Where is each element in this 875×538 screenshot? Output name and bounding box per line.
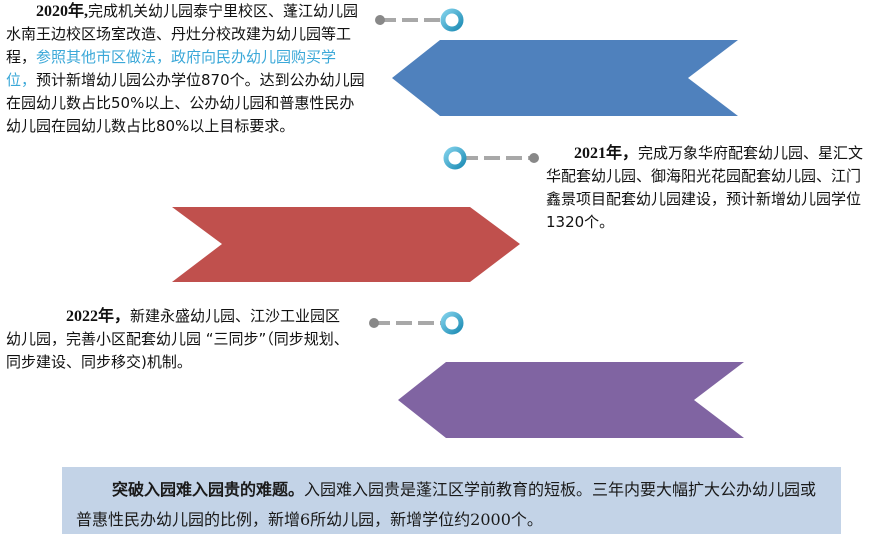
year-2021-label: 2021年， bbox=[574, 145, 639, 162]
milestone-2022-body: 新建永盛幼儿园、江沙工业园区幼儿园，完善小区配套幼儿园 “三同步”（同步规划、同… bbox=[6, 307, 349, 371]
summary-heading: 突破入园难入园贵的难题。 bbox=[112, 480, 305, 499]
milestone-2021-body: 完成万象华府配套幼儿园、星汇文华配套幼儿园、御海阳光花园配套幼儿园、江门鑫景项目… bbox=[546, 144, 864, 231]
year-2022-label: 2022年， bbox=[66, 308, 131, 325]
milestone-2022-text: 2022年，新建永盛幼儿园、江沙工业园区幼儿园，完善小区配套幼儿园 “三同步”（… bbox=[6, 305, 351, 374]
year-2020-label: 2020年, bbox=[36, 3, 89, 20]
connector-2020 bbox=[375, 8, 464, 32]
summary-body: 入园难入园贵是蓬江区学前教育的短板。三年内要大幅扩大公办幼儿园或普惠性民办幼儿园… bbox=[76, 480, 817, 529]
purple-chevron-2022 bbox=[398, 362, 744, 438]
connector-2022 bbox=[369, 311, 464, 335]
milestone-2020-text: 2020年,完成机关幼儿园泰宁里校区、蓬江幼儿园水南王边校区场室改造、丹灶分校改… bbox=[6, 0, 366, 138]
milestone-2020-highlight: 参照其他市区做法，政府向民办幼儿园购买学位， bbox=[6, 48, 337, 89]
milestone-2020-body-b: 预计新增幼儿园公办学位870个。达到公办幼儿园在园幼儿数占比50%以上、公办幼儿… bbox=[6, 71, 365, 135]
red-chevron-2021 bbox=[172, 207, 520, 282]
connector-2021 bbox=[443, 146, 539, 170]
milestone-2021-text: 2021年，完成万象华府配套幼儿园、星汇文华配套幼儿园、御海阳光花园配套幼儿园、… bbox=[546, 142, 871, 234]
milestone-2020-body-a: 完成机关幼儿园泰宁里校区、蓬江幼儿园水南王边校区场室改造、丹灶分校改建为幼儿园等… bbox=[6, 2, 359, 66]
blue-chevron-2020 bbox=[392, 40, 738, 116]
summary-box: 突破入园难入园贵的难题。入园难入园贵是蓬江区学前教育的短板。三年内要大幅扩大公办… bbox=[62, 467, 841, 534]
